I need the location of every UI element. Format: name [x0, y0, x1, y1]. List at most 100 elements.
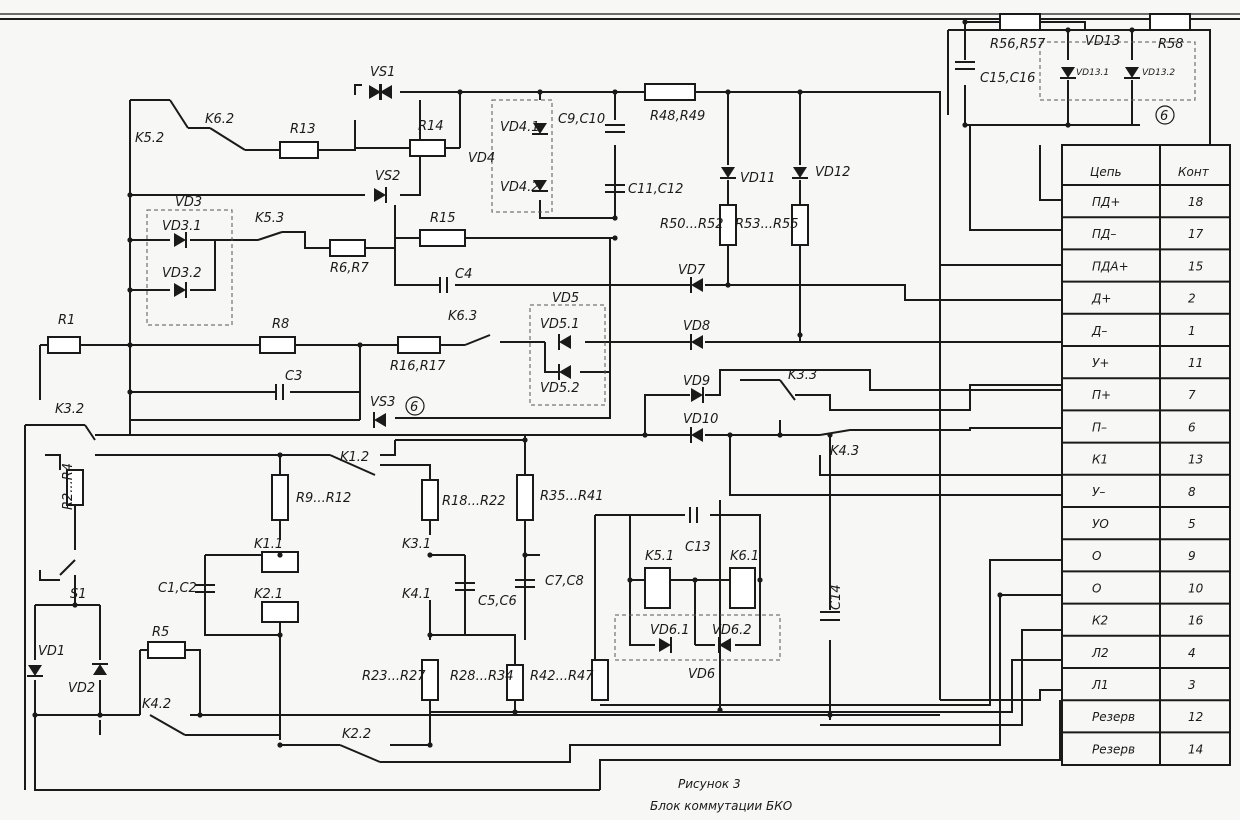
resistor-R53: [791, 204, 809, 246]
label-K1-2: K1.2: [340, 450, 369, 465]
label-R28: R28...R34: [450, 669, 514, 684]
resistor-R6: [329, 239, 366, 257]
label-VD6: VD6: [688, 667, 715, 682]
label-VD2: VD2: [68, 681, 95, 696]
label-VD4-2: VD4.2: [500, 180, 540, 195]
label-VD4-1: VD4.1: [500, 120, 540, 135]
label-VD12: VD12: [815, 165, 850, 180]
circled-mark-number: 6: [410, 400, 418, 415]
resistor-R2: [66, 469, 84, 506]
switch-contacts: [59, 231, 851, 763]
circled-marks: 6 6: [405, 105, 1175, 416]
label-C14: C14: [829, 584, 844, 610]
table-cell-circuit: Резерв: [1092, 710, 1135, 724]
vd3-group-box: [146, 209, 233, 326]
circled-mark: [1155, 105, 1175, 125]
figure-title: Блок коммутации БКО: [650, 799, 792, 813]
label-VD3-2: VD3.2: [162, 266, 202, 281]
resistor-R8: [259, 336, 296, 354]
relay-coil-K1: [261, 551, 299, 573]
label-R5: R5: [152, 625, 169, 640]
resistor-R50: [719, 204, 737, 246]
label-R18: R18...R22: [442, 494, 506, 509]
label-K3-3: K3.3: [788, 368, 817, 383]
label-S1: S1: [70, 587, 87, 602]
table-header-contact: Конт: [1178, 165, 1210, 179]
resistor-R48: [644, 83, 696, 101]
label-VD13-1: VD13.1: [1076, 68, 1109, 78]
label-VD9: VD9: [683, 374, 710, 389]
table-cell-circuit: Резерв: [1092, 742, 1135, 756]
table-cell-circuit: О: [1092, 549, 1101, 563]
label-R9: R9...R12: [296, 491, 351, 506]
relay-coil-K6: [729, 567, 756, 609]
table-cell-circuit: Л2: [1091, 646, 1109, 660]
table-cell-contact: 12: [1188, 710, 1203, 724]
table-cell-contact: 15: [1188, 259, 1203, 273]
table-cell-circuit: К1: [1092, 453, 1108, 467]
component-labels: VS1 K5.2 K6.2 R13 R14 VD4.1 VD4 VD4.2 C9…: [38, 34, 1184, 742]
label-VD11: VD11: [740, 171, 775, 186]
label-K2-2: K2.2: [342, 727, 371, 742]
table-cell-circuit: П–: [1092, 420, 1107, 434]
label-R1: R1: [58, 313, 75, 328]
table-cell-contact: 9: [1188, 549, 1196, 563]
label-C4: C4: [455, 267, 472, 282]
resistor-R42: [591, 659, 609, 701]
label-R48: R48,R49: [650, 109, 705, 124]
label-VD8: VD8: [683, 319, 710, 334]
table-cell-contact: 5: [1188, 517, 1196, 531]
capacitor-symbols: [195, 61, 975, 621]
label-R50: R50...R52: [660, 217, 724, 232]
resistor-R58: [1149, 13, 1191, 31]
vd13-group-box: [1039, 41, 1196, 101]
component-symbols: [26, 13, 1196, 763]
label-K6-2: K6.2: [205, 112, 234, 127]
resistor-R35: [516, 474, 534, 521]
table-cell-circuit: Д–: [1091, 324, 1107, 338]
label-R23: R23...R27: [362, 669, 426, 684]
table-cell-contact: 8: [1188, 485, 1196, 499]
table-cell-circuit: УО: [1092, 517, 1109, 531]
resistor-R9: [271, 474, 289, 521]
label-VD13: VD13: [1085, 34, 1120, 49]
label-K5-3: K5.3: [255, 211, 284, 226]
label-R14: R14: [418, 119, 444, 134]
label-K4-3: K4.3: [830, 444, 859, 459]
label-VS3: VS3: [370, 395, 395, 410]
resistor-R15: [419, 229, 466, 247]
label-VD3-1: VD3.1: [162, 219, 202, 234]
label-R8: R8: [272, 317, 289, 332]
label-R58: R58: [1158, 37, 1184, 52]
label-R2: R2...R4: [61, 463, 76, 510]
resistor-R14: [409, 139, 446, 157]
table-cell-contact: 10: [1188, 581, 1204, 595]
label-K5-1: K5.1: [645, 549, 674, 564]
table-cell-contact: 18: [1188, 195, 1204, 209]
label-VD5-1: VD5.1: [540, 317, 580, 332]
table-cell-contact: 3: [1188, 678, 1196, 692]
resistor-R5: [147, 641, 186, 659]
table-cell-circuit: У–: [1092, 485, 1105, 499]
label-C9: C9,C10: [558, 112, 605, 127]
label-C7: C7,C8: [545, 574, 584, 589]
label-VD6-1: VD6.1: [650, 623, 690, 638]
label-VS1: VS1: [370, 65, 395, 80]
table-cell-contact: 4: [1188, 646, 1196, 660]
table-cell-circuit: Д+: [1091, 292, 1111, 306]
table-cell-contact: 17: [1188, 227, 1204, 241]
table-cell-circuit: У+: [1092, 356, 1109, 370]
resistor-R1: [47, 336, 81, 354]
table-header-circuit: Цепь: [1090, 165, 1122, 179]
label-R42: R42...R47: [530, 669, 594, 684]
resistor-R13: [279, 141, 319, 159]
button-S1: [39, 570, 60, 581]
table-cell-circuit: Л1: [1091, 678, 1109, 692]
label-R53: R53...R55: [735, 217, 799, 232]
table-cell-contact: 6: [1188, 420, 1196, 434]
table-cell-contact: 13: [1188, 453, 1203, 467]
label-R15: R15: [430, 211, 456, 226]
label-C5: C5,C6: [478, 594, 517, 609]
resistor-R56: [999, 13, 1041, 31]
